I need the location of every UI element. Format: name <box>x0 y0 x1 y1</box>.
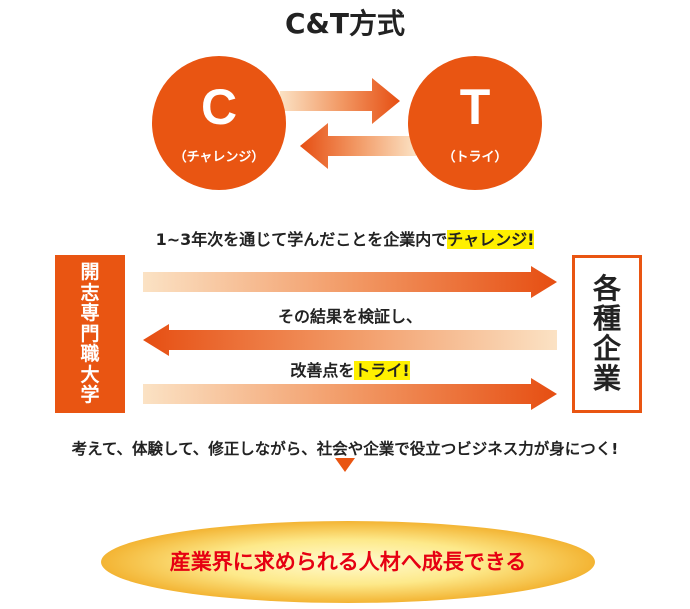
university-box: 開 志 専 門 職 大 学 <box>55 255 125 413</box>
arrow-try <box>143 378 557 414</box>
down-triangle-icon <box>335 457 355 476</box>
try-highlight: トライ! <box>354 361 410 380</box>
goal-ellipse <box>100 520 596 608</box>
challenge-label: （チャレンジ） <box>173 150 265 165</box>
university-char: 学 <box>80 384 100 407</box>
arrow-t-to-c <box>300 122 416 170</box>
university-char: 開 <box>80 261 100 284</box>
try-label: （トライ） <box>442 150 508 165</box>
goal-text: 産業界に求められる人材へ成長できる <box>169 550 527 574</box>
challenge-circle: C （チャレンジ） <box>152 56 286 190</box>
university-char: 職 <box>80 343 100 366</box>
try-caption: 改善点をトライ! <box>143 357 557 381</box>
diagram-title: C&T方式 <box>284 7 406 40</box>
companies-char: 各 <box>592 271 621 305</box>
companies-char: 種 <box>592 301 621 335</box>
university-char: 志 <box>80 281 100 304</box>
challenge-highlight: チャレンジ! <box>447 230 535 249</box>
university-char: 大 <box>80 363 100 386</box>
verify-caption: その結果を検証し、 <box>277 307 422 326</box>
arrow-challenge <box>143 266 557 302</box>
summary-text: 考えて、体験して、修正しながら、社会や企業で役立つビジネス力が身につく! <box>71 440 619 458</box>
arrow-c-to-t <box>280 77 400 125</box>
arrow-verify <box>143 324 557 360</box>
try-circle: T （トライ） <box>408 56 542 190</box>
university-char: 門 <box>80 322 100 345</box>
university-char: 専 <box>80 302 100 325</box>
companies-char: 企 <box>592 332 621 365</box>
challenge-caption: 1~3年次を通じて学んだことを企業内でチャレンジ! <box>0 226 690 250</box>
companies-box: 各 種 企 業 <box>572 255 642 413</box>
companies-char: 業 <box>592 362 621 396</box>
challenge-caption-text: 1~3年次を通じて学んだことを企業内で <box>155 230 448 249</box>
challenge-letter: C <box>200 79 238 135</box>
try-letter: T <box>459 79 491 135</box>
try-caption-text: 改善点を <box>290 361 355 380</box>
